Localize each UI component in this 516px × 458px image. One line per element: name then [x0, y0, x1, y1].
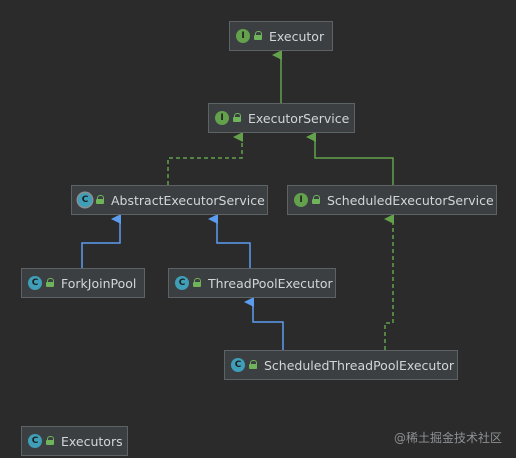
edge-forkjoinpool-to-abstractexecutorservice — [81, 214, 121, 268]
node-executor-service[interactable]: I ExecutorService — [208, 103, 355, 133]
edge-scheduledthreadpoolexecutor-to-threadpoolexecutor — [244, 297, 284, 350]
node-label: Executor — [269, 28, 325, 44]
class-icon: C — [28, 434, 42, 448]
node-abstract-executor-service[interactable]: C AbstractExecutorService — [71, 185, 268, 215]
edge-scheduledexecutorservice-to-executorservice — [306, 132, 394, 185]
node-label: Executors — [61, 433, 123, 449]
node-executors[interactable]: C Executors — [21, 426, 128, 456]
node-label: ForkJoinPool — [61, 275, 137, 291]
lock-icon — [254, 31, 263, 41]
node-label: ScheduledExecutorService — [327, 192, 494, 208]
node-thread-pool-executor[interactable]: C ThreadPoolExecutor — [168, 268, 336, 298]
lock-icon — [193, 278, 202, 288]
abstract-class-icon: C — [78, 193, 92, 207]
node-label: AbstractExecutorService — [111, 192, 265, 208]
class-icon: C — [175, 276, 189, 290]
lock-icon — [46, 278, 55, 288]
lock-icon — [96, 195, 105, 205]
node-scheduled-executor-service[interactable]: I ScheduledExecutorService — [287, 185, 497, 215]
node-label: ExecutorService — [248, 110, 350, 126]
interface-icon: I — [294, 193, 308, 207]
node-label: ThreadPoolExecutor — [208, 275, 333, 291]
interface-icon: I — [215, 111, 229, 125]
edge-abstractexecutorservice-to-executorservice — [167, 132, 243, 185]
watermark: @稀土掘金技术社区 — [393, 431, 502, 445]
edge-scheduledthreadpoolexecutor-to-scheduledexecutorservice — [384, 214, 394, 350]
node-scheduled-thread-pool-executor[interactable]: C ScheduledThreadPoolExecutor — [224, 350, 458, 380]
interface-icon: I — [236, 29, 250, 43]
lock-icon — [249, 360, 258, 370]
class-icon: C — [231, 358, 245, 372]
node-fork-join-pool[interactable]: C ForkJoinPool — [21, 268, 145, 298]
edge-threadpoolexecutor-to-abstractexecutorservice — [208, 214, 251, 268]
lock-icon — [312, 195, 321, 205]
lock-icon — [46, 436, 55, 446]
class-icon: C — [28, 276, 42, 290]
lock-icon — [233, 113, 242, 123]
node-executor[interactable]: I Executor — [229, 21, 333, 51]
node-label: ScheduledThreadPoolExecutor — [264, 357, 455, 373]
